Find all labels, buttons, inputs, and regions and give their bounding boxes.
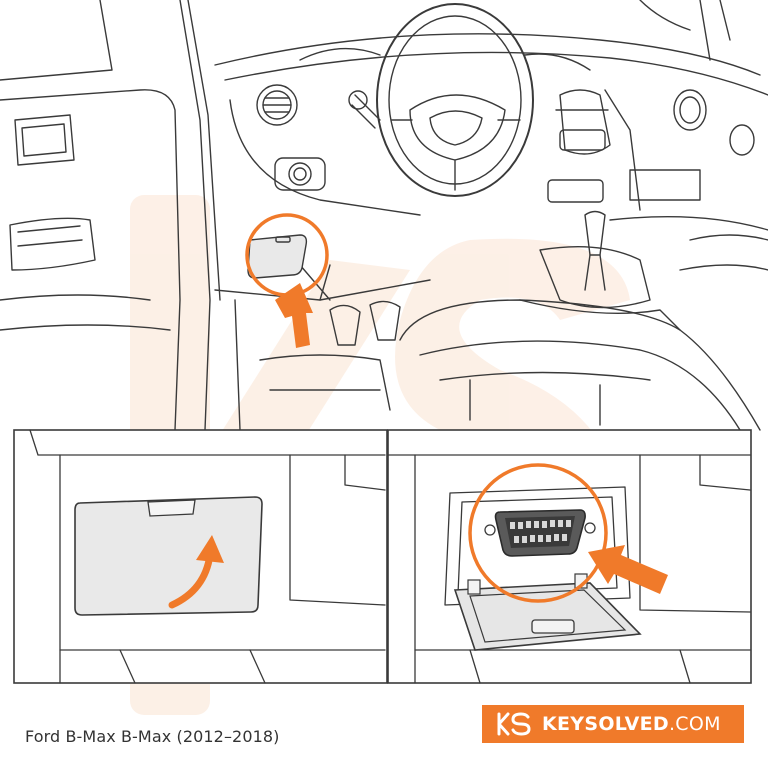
ks-logo-icon [497, 712, 531, 736]
brand-name: KEYSOLVED [542, 713, 669, 735]
orange-arrow-icon [588, 545, 668, 594]
cover-detail-panel [13, 429, 388, 684]
brand-badge: KEYSOLVED .COM [482, 705, 744, 743]
orange-highlight-circle-icon [468, 463, 608, 603]
car-interior-scene [0, 0, 768, 431]
obd-port-icon [484, 509, 596, 557]
brand-tld: .COM [668, 713, 721, 735]
orange-curved-arrow-icon [168, 535, 224, 609]
obd-port-detail-panel [387, 429, 752, 684]
orange-arrow-icon [275, 283, 313, 348]
vehicle-caption: Ford B-Max B-Max (2012–2018) [25, 727, 280, 746]
